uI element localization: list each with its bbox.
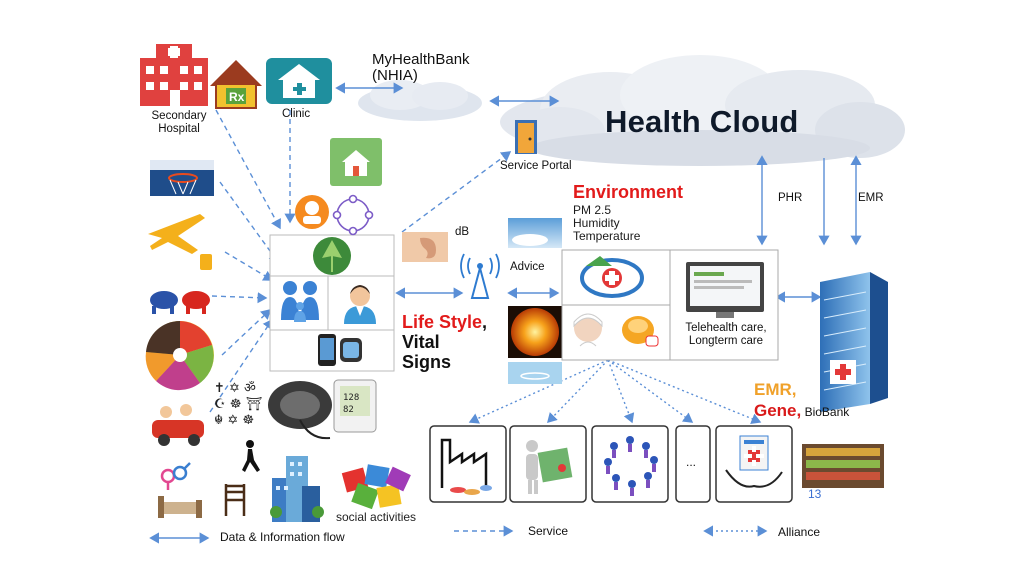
supermarket-image [802, 444, 884, 488]
life-style-comma: , [482, 312, 488, 332]
basketball-image [150, 160, 214, 196]
svg-text:82: 82 [343, 405, 354, 415]
blood-pressure-monitor-icon: 128 82 [268, 379, 377, 440]
sky-image [508, 218, 562, 248]
secondary-hospital-label: Secondary Hospital [151, 110, 207, 135]
health-cloud-shape [500, 55, 905, 166]
telehealth-logo-icon [580, 256, 644, 298]
environment-title: Environment [573, 182, 684, 202]
clinic-icon [266, 58, 332, 104]
legend-service: Service [528, 524, 569, 538]
water-drop-image [508, 362, 562, 384]
map-person-box [509, 425, 587, 503]
svg-text:✝ ✡ ॐ: ✝ ✡ ॐ [214, 381, 256, 396]
factory-box [429, 425, 507, 503]
service-portal-label: Service Portal [500, 160, 572, 172]
legend-alliance: Alliance [778, 525, 821, 539]
ear-icon [402, 232, 448, 262]
bed-icon [158, 496, 202, 518]
city-building-icon [270, 456, 324, 522]
nurse-icon [295, 195, 329, 229]
svg-text:☬ ✡ ☸: ☬ ✡ ☸ [214, 413, 254, 428]
gender-icon [160, 462, 191, 490]
sun-image [508, 306, 562, 358]
gene-label: Gene, [754, 401, 802, 420]
life-style-label: Life Style [402, 312, 483, 332]
legend-data-flow: Data & Information flow [220, 530, 345, 544]
ellipsis-box [675, 425, 711, 503]
antenna-icon [460, 253, 500, 299]
clinic-label: Clinic [282, 108, 311, 120]
nurse-pill-icon [573, 313, 659, 347]
walking-person-icon [242, 440, 260, 472]
health-insurance-box [715, 425, 793, 503]
chair-icon [224, 484, 246, 516]
myhealthbank-label: MyHealthBank (NHIA) [372, 51, 470, 84]
ellipsis-label: ... [686, 455, 697, 469]
politics-icon [150, 291, 210, 314]
svg-text:Rx: Rx [229, 90, 245, 104]
monitor-icon [686, 262, 764, 318]
phr-label: PHR [778, 192, 803, 204]
door-icon [515, 120, 537, 154]
religion-symbols-icon: ✝ ✡ ॐ ☪ ☸ ⛩ ☬ ✡ ☸ [214, 381, 262, 428]
emr-line-label: EMR, [754, 380, 797, 399]
environment-items: PM 2.5 Humidity Temperature [573, 203, 641, 243]
phone-watch-icon [318, 334, 362, 366]
food-wheel-icon [145, 320, 214, 391]
hospital-icon [140, 44, 208, 106]
db-label: dB [455, 226, 470, 238]
vital-signs-label: Vital Signs [402, 332, 452, 372]
svg-text:☪ ☸ ⛩: ☪ ☸ ⛩ [214, 396, 262, 412]
emr-label: EMR [858, 192, 884, 204]
telehealth-label: Telehealth care, Longterm care [685, 322, 767, 347]
gene-biobank-line: Gene, BioBank [754, 401, 849, 421]
community-circle-box [591, 425, 669, 503]
health-cloud-title: Health Cloud [605, 104, 799, 139]
doctor-avatar-icon [344, 285, 376, 324]
pharmacy-icon: Rx [210, 60, 262, 109]
page-number: 13 [808, 487, 822, 501]
arrows [149, 82, 862, 544]
family-icon [281, 281, 319, 322]
house-app-icon [330, 138, 382, 186]
life-style-line: Life Style, [402, 312, 487, 333]
network-icon [332, 194, 374, 236]
biobank-label: BioBank [801, 405, 850, 419]
puzzle-icon [341, 464, 411, 510]
social-activities-label: social activities [336, 510, 417, 524]
car-kids-icon [152, 404, 204, 446]
emr-hospital-building-icon [820, 272, 888, 412]
tree-logo-icon [313, 237, 351, 275]
myhealthbank-cloud-shape [358, 80, 482, 121]
airplane-icon [148, 214, 212, 270]
svg-text:128: 128 [343, 393, 359, 403]
advice-label: Advice [510, 261, 545, 273]
